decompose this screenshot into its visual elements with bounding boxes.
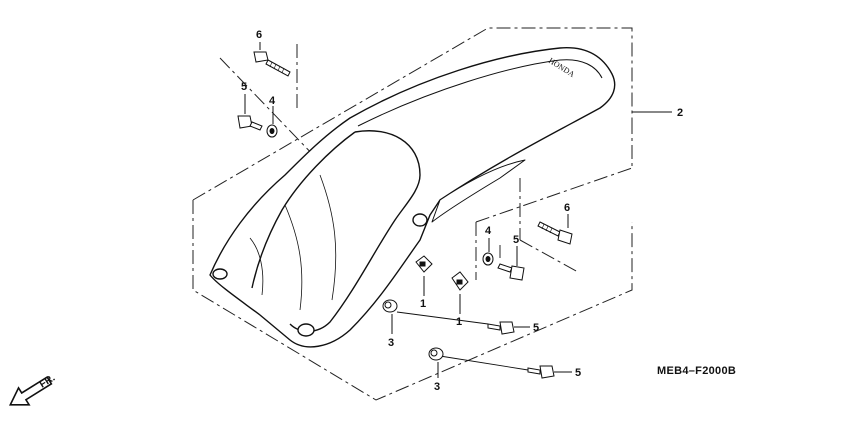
flange-bolt-6-right [537, 214, 573, 245]
washer-4-right [482, 238, 494, 266]
callout-6-upper: 6 [256, 29, 262, 41]
flange-bolt-6-upper [253, 42, 291, 77]
collar-3-upper [382, 299, 398, 334]
leader-lines [396, 111, 672, 371]
callout-3-upper: 3 [388, 337, 394, 349]
callout-1-left: 1 [420, 298, 426, 310]
callout-4-upper: 4 [269, 95, 276, 107]
bolt-group-frame-left [219, 44, 319, 161]
callout-4-right: 4 [485, 225, 492, 237]
flange-bolt-5-lower [527, 365, 572, 379]
front-direction-arrow-icon [8, 375, 53, 406]
callout-5-right: 5 [513, 234, 519, 246]
part-diagram-code: MEB4–F2000B [657, 365, 736, 377]
bolt-group-frame-right [475, 167, 633, 280]
callout-1-right: 1 [456, 316, 462, 328]
assembly-frame [192, 27, 633, 401]
callout-2: 2 [677, 107, 683, 119]
washer-4-upper [266, 106, 278, 138]
callout-6-right: 6 [564, 202, 570, 214]
callout-5-middle: 5 [533, 322, 539, 334]
flange-bolt-5-right [497, 246, 525, 281]
callout-3-lower: 3 [434, 381, 440, 393]
flange-bolt-5-middle [487, 321, 530, 335]
callout-5-upper: 5 [241, 81, 247, 93]
collar-3-lower [428, 347, 444, 378]
clip-nut-1-right [451, 271, 469, 314]
flange-bolt-5-upper [237, 94, 263, 131]
callout-5-lower: 5 [575, 367, 581, 379]
clip-nut-1-left [415, 255, 433, 296]
rear-fender: HONDA [209, 47, 616, 348]
